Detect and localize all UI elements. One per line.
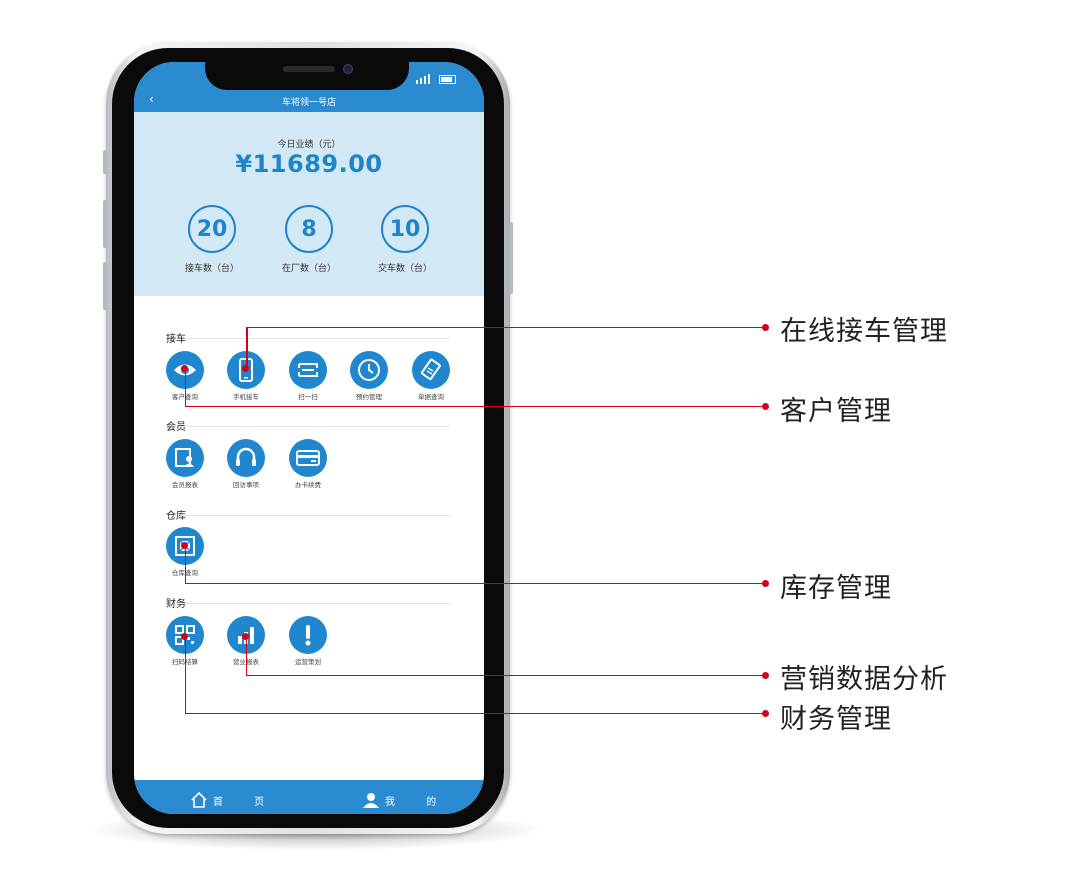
tile-follow-up[interactable]: 回访事项 [217, 439, 275, 489]
battery-icon [439, 75, 456, 84]
annotation-dot [762, 672, 769, 679]
chevron-left-icon[interactable]: ‹ [149, 92, 154, 106]
signal-bars-icon [416, 74, 430, 84]
stat-in-shop[interactable]: 8 在厂数（台） [269, 205, 349, 274]
stat-value: 20 [188, 205, 236, 253]
callout-customer-management: 客户管理 [780, 396, 892, 427]
callout-marketing-analysis: 营销数据分析 [780, 664, 948, 695]
nav-home[interactable]: 首 页 [191, 792, 278, 808]
annotation-dot [181, 542, 188, 549]
front-camera-icon [343, 64, 353, 74]
phone-screen: ‹ 车将领一号店 今日业绩（元） ¥11689.00 20 接车数（台） 8 在… [134, 62, 484, 814]
section-divider [186, 338, 450, 339]
phone-notch [205, 58, 409, 90]
annotation-dot [242, 365, 249, 372]
section-title-member: 会员 [166, 422, 186, 433]
tile-label: 手机接车 [233, 393, 259, 401]
tile-label: 回访事项 [233, 481, 259, 489]
performance-amount: ¥11689.00 [235, 150, 383, 178]
scan-icon [289, 351, 327, 389]
bottom-nav: 首 页 我 的 [134, 780, 484, 814]
annotation-line [185, 368, 186, 406]
annotation-line [246, 637, 247, 675]
annotation-dot [762, 403, 769, 410]
power-button [509, 222, 513, 294]
tile-member-report[interactable]: 会员报表 [156, 439, 214, 489]
stat-delivered[interactable]: 10 交车数（台） [365, 205, 445, 274]
performance-summary: 今日业绩（元） ¥11689.00 20 接车数（台） 8 在厂数（台） 10 … [134, 112, 484, 296]
callout-online-reception: 在线接车管理 [780, 316, 948, 347]
annotation-line [246, 327, 766, 328]
stat-value: 8 [285, 205, 333, 253]
annotation-line [185, 713, 766, 714]
annotation-dot [762, 580, 769, 587]
annotation-line [185, 406, 766, 407]
annotation-dot [762, 710, 769, 717]
page-title: 车将领一号店 [281, 98, 336, 108]
tile-card-renewal[interactable]: 办卡续费 [279, 439, 337, 489]
nav-profile-label: 我 的 [385, 796, 451, 808]
annotation-dot [762, 324, 769, 331]
section-title-warehouse: 仓库 [166, 511, 186, 522]
annotation-line [246, 675, 766, 676]
section-divider [180, 426, 450, 427]
annotation-line [246, 327, 248, 369]
user-icon [363, 793, 379, 808]
section-title-reception: 接车 [166, 334, 186, 345]
volume-down-button [103, 262, 107, 310]
stat-label: 接车数（台） [184, 264, 239, 274]
annotation-dot [181, 365, 188, 372]
stat-label: 在厂数（台） [281, 264, 336, 274]
section-divider [180, 603, 450, 604]
stat-value: 10 [381, 205, 429, 253]
callout-inventory-management: 库存管理 [780, 573, 892, 604]
tile-label: 运营策划 [295, 658, 321, 666]
card-icon [289, 439, 327, 477]
annotation-dot [242, 633, 249, 640]
section-divider [180, 515, 450, 516]
member-report-icon [166, 439, 204, 477]
callout-finance-management: 财务管理 [780, 704, 892, 735]
tile-document-query[interactable]: 单据查询 [402, 351, 460, 401]
section-title-finance: 财务 [166, 599, 186, 610]
speaker-grille [283, 66, 335, 72]
document-icon [412, 351, 450, 389]
annotation-line [185, 583, 766, 584]
tile-appointment[interactable]: 预约管理 [340, 351, 398, 401]
tile-scan[interactable]: 扫一扫 [279, 351, 337, 401]
nav-profile[interactable]: 我 的 [363, 792, 450, 808]
exclamation-icon [289, 616, 327, 654]
stat-label: 交车数（台） [377, 264, 432, 274]
home-icon [191, 792, 207, 808]
volume-up-button [103, 200, 107, 248]
stat-received[interactable]: 20 接车数（台） [172, 205, 252, 274]
annotation-line [185, 637, 186, 713]
tile-operation-plan[interactable]: 运营策划 [279, 616, 337, 666]
performance-label: 今日业绩（元） [277, 140, 341, 150]
headset-icon [227, 439, 265, 477]
tile-label: 单据查询 [418, 393, 444, 401]
clock-icon [350, 351, 388, 389]
annotation-line [185, 546, 186, 583]
tile-label: 预约管理 [356, 393, 382, 401]
tile-label: 扫一扫 [298, 393, 318, 401]
tile-label: 办卡续费 [295, 481, 321, 489]
mute-switch [103, 150, 107, 174]
nav-home-label: 首 页 [213, 796, 279, 808]
tile-label: 会员报表 [172, 481, 198, 489]
annotation-dot [181, 633, 188, 640]
